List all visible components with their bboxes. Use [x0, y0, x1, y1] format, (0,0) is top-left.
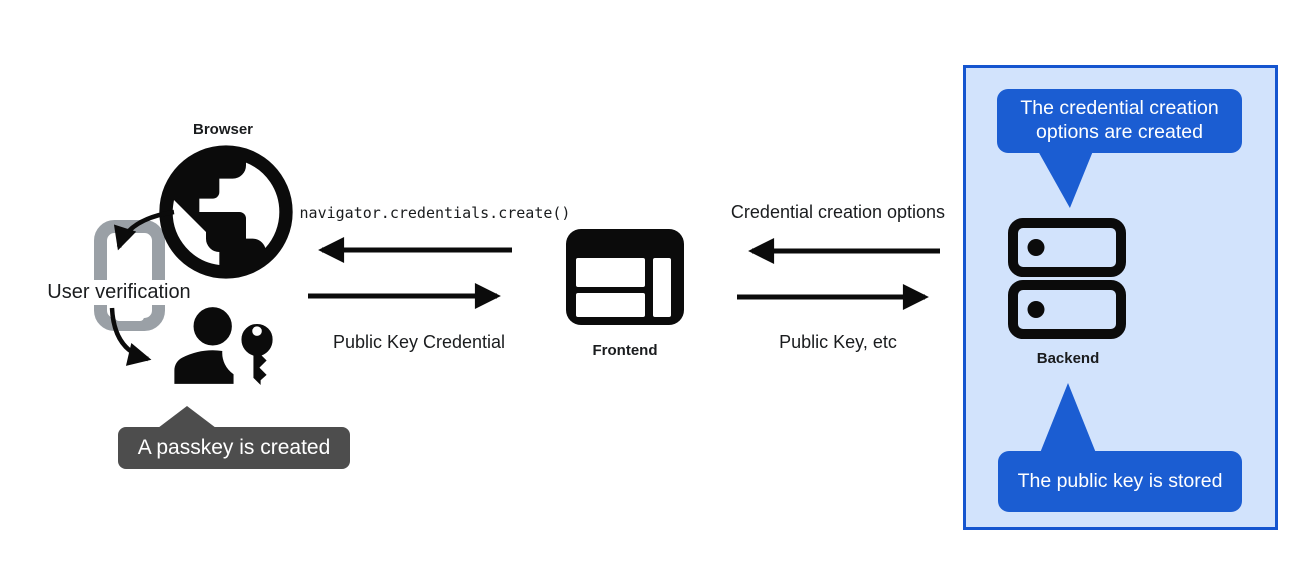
browser-window-icon [566, 229, 684, 325]
speech-bubble-bottom: The public key is stored [998, 451, 1242, 512]
passkey-tooltip: A passkey is created [118, 427, 350, 469]
passkey-tooltip-tail [158, 406, 216, 428]
backend-label: Backend [1036, 350, 1100, 367]
api-call-label: navigator.credentials.create() [299, 204, 571, 222]
public-key-credential-label: Public Key Credential [332, 332, 506, 352]
person-with-key-icon [160, 288, 275, 403]
globe-icon [146, 132, 306, 292]
public-key-etc-label: Public Key, etc [779, 332, 897, 352]
passkey-tooltip-text: A passkey is created [137, 436, 331, 459]
frontend-label: Frontend [592, 342, 658, 359]
speech-bubble-top: The credential creation options are crea… [997, 89, 1242, 153]
user-verification-label: User verification [44, 280, 194, 305]
speech-bubble-bottom-text: The public key is stored [1017, 469, 1223, 492]
browser-label: Browser [192, 121, 254, 138]
credential-creation-options-label: Credential creation options [730, 202, 946, 222]
speech-bubble-top-text: The credential creation options are crea… [1020, 97, 1219, 143]
server-stack-icon [1007, 217, 1127, 339]
